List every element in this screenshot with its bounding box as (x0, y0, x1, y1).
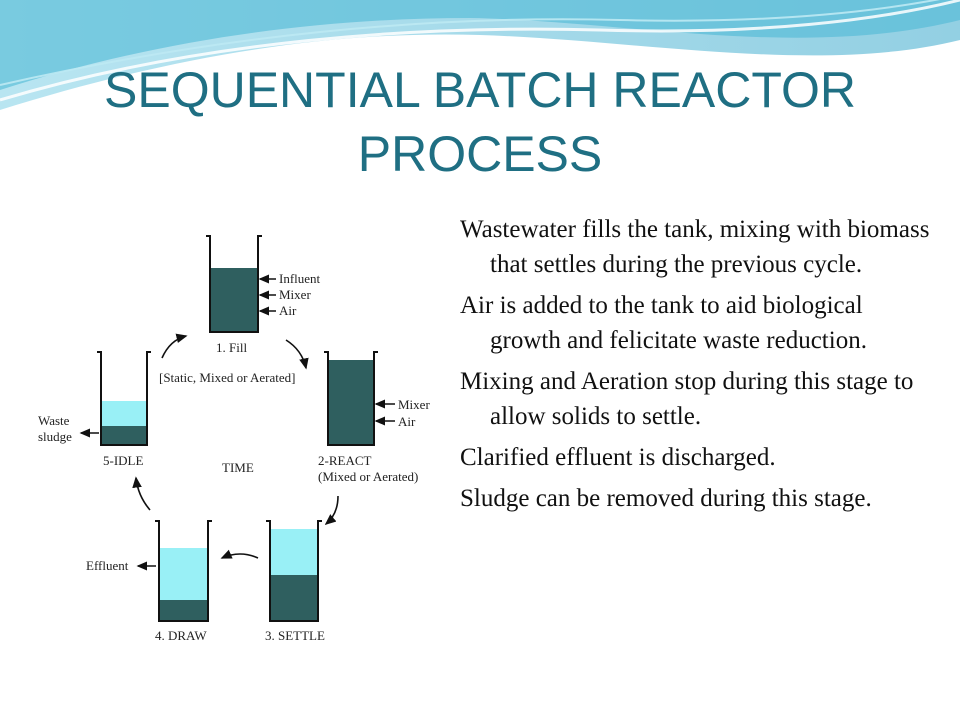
influent-label: Influent (279, 271, 321, 286)
tank-idle: Waste sludge 5-IDLE (38, 351, 151, 468)
paragraph-react: Air is added to the tank to aid biologic… (460, 292, 867, 354)
sludge-label: sludge (38, 429, 72, 444)
tank-react: Mixer Air 2-REACT (Mixed or Aerated) (318, 351, 430, 484)
arrow-settle-to-draw (220, 549, 259, 559)
react-mixer-label: Mixer (398, 397, 430, 412)
arrow-idle-to-fill (161, 333, 188, 359)
effluent-label: Effluent (86, 558, 129, 573)
time-label: TIME (222, 460, 254, 475)
tank-settle: 3. SETTLE (265, 520, 325, 643)
paragraph-settle: Mixing and Aeration stop during this sta… (460, 368, 914, 430)
sbr-cycle-diagram: Influent Mixer Air 1. Fill [Static, Mixe… (0, 218, 458, 670)
paragraph-idle: Sludge can be removed during this stage. (460, 485, 872, 512)
arrow-react-to-settle (324, 495, 339, 526)
tank-draw: Effluent 4. DRAW (86, 520, 212, 643)
paragraph-draw: Clarified effluent is discharged. (460, 444, 776, 471)
slide-title: SEQUENTIAL BATCH REACTOR PROCESS (104, 62, 856, 182)
stage-idle-label: 5-IDLE (103, 453, 143, 468)
react-air-label: Air (398, 414, 416, 429)
stage-settle-label: 3. SETTLE (265, 628, 325, 643)
stage-draw-label: 4. DRAW (155, 628, 207, 643)
header-wave-decoration (0, 0, 960, 110)
paragraph-fill: Wastewater fills the tank, mixing with b… (460, 216, 930, 278)
stage-fill-note: [Static, Mixed or Aerated] (159, 370, 295, 385)
arrow-draw-to-idle (132, 476, 151, 511)
waste-label: Waste (38, 413, 70, 428)
tank-fill: Influent Mixer Air 1. Fill [Static, Mixe… (159, 235, 321, 385)
arrow-fill-to-react (285, 339, 309, 370)
mixer-label: Mixer (279, 287, 311, 302)
stage-react-label: 2-REACT (318, 453, 372, 468)
stage-react-note: (Mixed or Aerated) (318, 469, 418, 484)
description-list: Wastewater fills the tank, mixing with b… (460, 212, 930, 522)
air-label: Air (279, 303, 297, 318)
stage-fill-label: 1. Fill (216, 340, 247, 355)
